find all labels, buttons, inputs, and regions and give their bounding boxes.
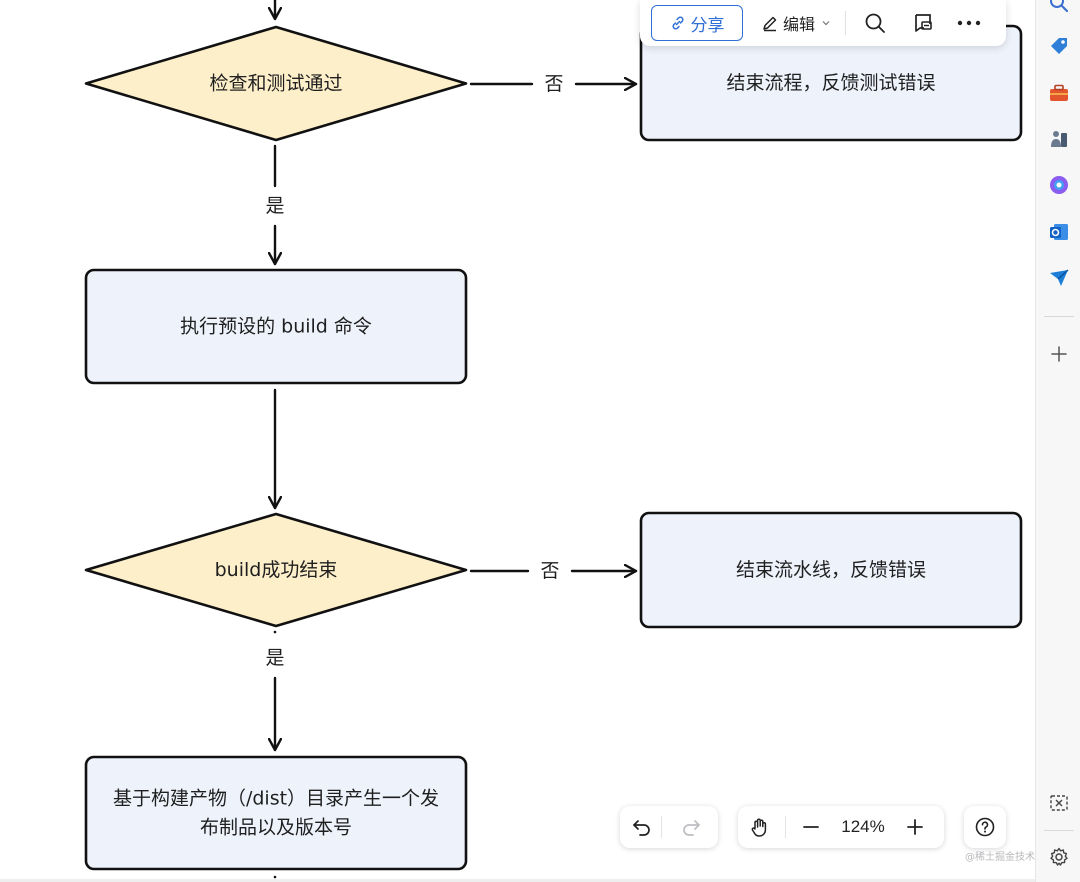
hand-icon: [751, 818, 767, 837]
process-shape: [639, 511, 1023, 629]
edge-stub: [273, 875, 277, 879]
decision-shape: [84, 512, 468, 628]
share-label: 分享: [690, 15, 725, 35]
divider: [785, 816, 786, 838]
search-icon: [865, 13, 885, 33]
decision-shape: [84, 25, 468, 142]
process-shape: [84, 755, 468, 871]
edge-label: 是: [265, 647, 284, 669]
more-icon: [957, 20, 981, 26]
edit-button[interactable]: 编辑: [761, 11, 831, 35]
help-control: [964, 806, 1006, 848]
redo-icon: [683, 820, 700, 836]
node-end-build[interactable]: 结束流水线，反馈错误: [639, 511, 1023, 629]
toolbox-icon[interactable]: [1048, 82, 1070, 104]
help-icon: [975, 817, 995, 837]
screenshot-icon[interactable]: [1048, 792, 1070, 814]
node-label: 结束流水线，反馈错误: [736, 559, 926, 581]
settings-icon[interactable]: [1048, 846, 1070, 868]
node-check[interactable]: 检查和测试通过: [84, 25, 468, 142]
tag-icon[interactable]: [1048, 35, 1070, 57]
link-icon: [671, 16, 684, 30]
watermark: @稀土掘金技术社区: [965, 852, 1055, 863]
outlook-icon[interactable]: [1048, 221, 1070, 243]
zoom-level[interactable]: 124%: [841, 817, 885, 836]
sidebar-divider: [1044, 316, 1074, 317]
add-icon[interactable]: [1048, 343, 1070, 365]
edge-label: 是: [265, 195, 284, 217]
minus-icon: [803, 826, 819, 828]
redo-button[interactable]: [672, 808, 710, 846]
comment-button[interactable]: [910, 10, 936, 36]
divider: [661, 816, 662, 838]
plus-icon: [907, 819, 923, 835]
edge-build-ok-to-end-build[interactable]: 否: [469, 560, 638, 582]
zoom-controls: 124%: [738, 806, 944, 848]
hand-tool-button[interactable]: [741, 808, 779, 846]
zoom-out-button[interactable]: [792, 808, 830, 846]
edge-check-to-build-cmd[interactable]: 是: [265, 144, 285, 266]
edge-build-ok-to-artifact[interactable]: 是: [265, 647, 285, 752]
bottom-edge: [0, 879, 1035, 882]
share-button[interactable]: 分享: [651, 5, 743, 41]
edge-stub: [273, 630, 277, 634]
node-label: build成功结束: [215, 559, 338, 581]
top-toolbar: 分享 编辑: [640, 0, 1006, 46]
toolbar-divider: [845, 11, 847, 35]
search-icon[interactable]: [1048, 0, 1070, 14]
history-controls: [620, 806, 718, 848]
search-button[interactable]: [862, 10, 888, 36]
node-label: 执行预设的 build 命令: [180, 316, 372, 338]
node-label: 基于构建产物（/dist）目录产生一个发: [113, 788, 439, 810]
flowchart-canvas[interactable]: 否是否是 检查和测试通过结束流程，反馈测试错误执行预设的 build 命令bui…: [0, 0, 1035, 882]
process-shape: [84, 268, 468, 385]
copilot-icon[interactable]: [1048, 174, 1070, 196]
undo-button[interactable]: [623, 808, 661, 846]
right-sidebar: [1035, 0, 1080, 882]
more-button[interactable]: [956, 10, 982, 36]
chevron-down-icon: [822, 21, 830, 26]
edge-check-to-end-test[interactable]: 否: [469, 73, 638, 95]
zoom-in-button[interactable]: [896, 808, 934, 846]
node-label: 结束流程，反馈测试错误: [726, 72, 935, 94]
node-label: 布制品以及版本号: [200, 817, 352, 839]
node-build-cmd[interactable]: 执行预设的 build 命令: [84, 268, 468, 385]
comment-icon: [915, 14, 932, 32]
chess-icon[interactable]: [1048, 128, 1070, 150]
node-build-ok[interactable]: build成功结束: [84, 512, 468, 628]
sidebar-divider: [1044, 830, 1074, 831]
help-button[interactable]: [966, 808, 1004, 846]
edit-label: 编辑: [783, 17, 816, 34]
edge-label: 否: [544, 73, 563, 95]
node-end-test[interactable]: 结束流程，反馈测试错误: [639, 24, 1023, 142]
undo-icon: [633, 820, 650, 836]
send-icon[interactable]: [1048, 267, 1070, 289]
node-label: 检查和测试通过: [209, 73, 342, 95]
edge-label: 否: [540, 560, 559, 582]
pen-icon: [763, 16, 777, 32]
